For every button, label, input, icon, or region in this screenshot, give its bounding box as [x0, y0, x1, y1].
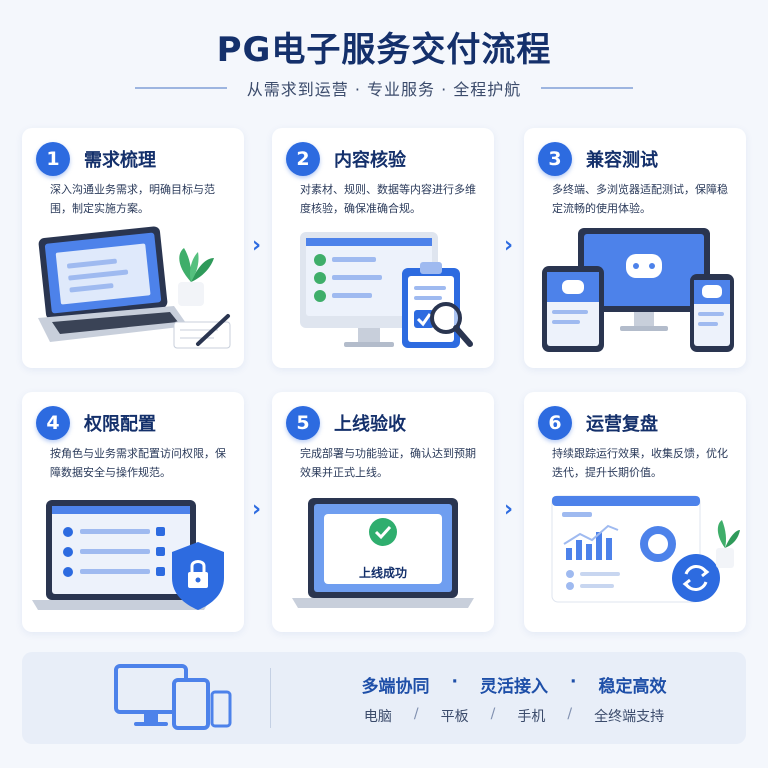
success-label: 上线成功 [358, 566, 407, 580]
subtitle-row: 从需求到运营 · 专业服务 · 全程护航 [0, 76, 768, 100]
page-title: PG电子服务交付流程 [216, 30, 552, 70]
feature-item: 灵活接入 [480, 677, 548, 697]
plant-icon [178, 248, 214, 306]
dashboard-panel-icon [551, 495, 701, 603]
step-description: 对素材、规则、数据等内容进行多维度核验，确保准确合规。 [300, 183, 476, 215]
laptop-success-illustration [292, 498, 474, 608]
step-card-1: 1 需求梳理 深入沟通业务需求，明确目标与范围，制定实施方案。 [22, 128, 244, 368]
step-description: 多终端、多浏览器适配测试，保障稳定流畅的使用体验。 [552, 183, 728, 215]
feature-item: 稳定高效 [598, 677, 667, 697]
step-card-3: 3 兼容测试 多终端、多浏览器适配测试，保障稳定流畅的使用体验。 [524, 128, 746, 368]
magnifier-icon [430, 302, 473, 347]
platform-item: 电脑 [363, 709, 392, 725]
step-number: 4 [36, 406, 70, 440]
step-title: 需求梳理 [84, 150, 156, 171]
step-card-4: 4 权限配置 按角色与业务需求配置访问权限，保障数据安全与操作规范。 [22, 392, 244, 632]
step-card-2: 2 内容核验 对素材、规则、数据等内容进行多维度核验，确保准确合规。 [272, 128, 494, 368]
platform-list: 电脑 / 平板 / 手机 / 全终端支持 [282, 706, 746, 726]
multi-device-illustration [542, 228, 734, 352]
page-subtitle: 从需求到运营 · 专业服务 · 全程护航 [246, 80, 522, 99]
step-number: 6 [538, 406, 572, 440]
step-title: 兼容测试 [586, 150, 658, 171]
chevron-right-icon: › [504, 497, 514, 522]
step-number: 3 [538, 142, 572, 176]
desktop-monitor-icon [578, 228, 710, 331]
step-description: 深入沟通业务需求，明确目标与范围，制定实施方案。 [50, 183, 215, 215]
step-description: 持续跟踪运行效果，收集反馈，优化迭代，提升长期价值。 [552, 447, 728, 479]
monitor-clipboard-illustration [300, 232, 473, 348]
step-number: 1 [36, 142, 70, 176]
platform-item: 全终端支持 [594, 709, 665, 725]
step-description: 完成部署与功能验证，确认达到预期效果并正式上线。 [300, 447, 476, 479]
step-card-6: 6 运营复盘 持续跟踪运行效果，收集反馈，优化迭代，提升长期价值。 [524, 392, 746, 632]
security-shield-icon [172, 542, 224, 610]
platform-item: 手机 [517, 709, 546, 725]
laptop-icon [292, 498, 474, 608]
chevron-right-icon: › [504, 233, 514, 258]
subtitle-line-left [134, 87, 227, 89]
laptop-permissions-illustration [32, 500, 224, 610]
step-description: 按角色与业务需求配置访问权限，保障数据安全与操作规范。 [50, 447, 226, 479]
check-circle-icon [369, 518, 397, 546]
phone-icon [690, 274, 734, 352]
step-title: 权限配置 [84, 414, 156, 435]
chevron-right-icon: › [252, 497, 262, 522]
banner-divider [270, 668, 271, 728]
platform-item: 平板 [440, 709, 469, 725]
platform-separator: / [413, 706, 419, 722]
tablet-icon [542, 266, 604, 352]
feature-list: 多端协同 · 灵活接入 · 稳定高效 [282, 672, 746, 697]
platform-separator: / [490, 706, 496, 722]
step-number: 2 [286, 142, 320, 176]
dashboard-illustration [551, 495, 740, 603]
platform-separator: / [567, 706, 573, 722]
refresh-icon [672, 554, 720, 602]
notebook-pen-icon [173, 314, 231, 349]
step-title: 运营复盘 [586, 414, 658, 435]
subtitle-line-right [541, 87, 634, 89]
feature-separator: · [570, 672, 577, 692]
laptop-icon [38, 226, 188, 342]
plant-icon [716, 520, 740, 568]
devices-icon [114, 664, 232, 730]
laptop-icon [32, 500, 210, 610]
chevron-right-icon: › [252, 233, 262, 258]
bottom-banner: 多端协同 · 灵活接入 · 稳定高效 电脑 / 平板 / 手机 / 全终端支持 [22, 652, 746, 744]
laptop-plant-illustration [38, 226, 231, 349]
step-card-5: 5 上线验收 完成部署与功能验证，确认达到预期效果并正式上线。 上线成功 [272, 392, 494, 632]
step-title: 内容核验 [334, 150, 406, 171]
feature-separator: · [451, 672, 458, 692]
feature-item: 多端协同 [361, 677, 430, 697]
step-title: 上线验收 [334, 414, 406, 435]
step-number: 5 [286, 406, 320, 440]
